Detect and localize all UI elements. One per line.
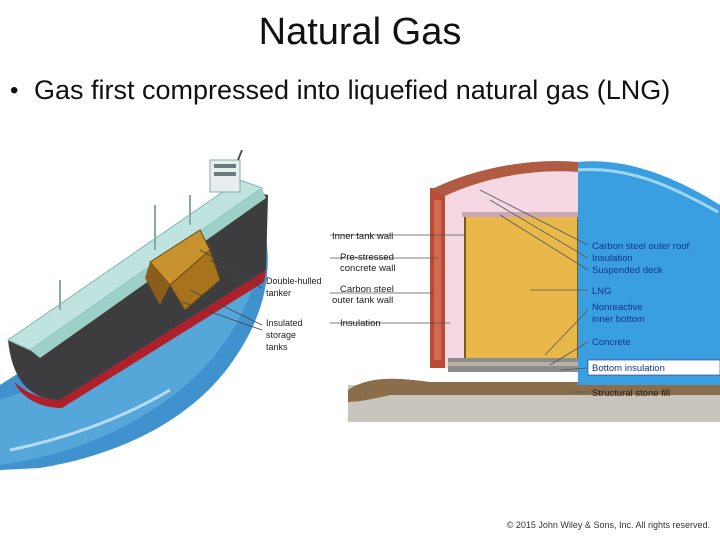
- label-concrete: Concrete: [592, 337, 631, 348]
- lng-tank-figure: Inner tank wall Pre-stressed concrete wa…: [330, 160, 720, 422]
- bullet-icon: •: [10, 77, 19, 104]
- label-carbon-steel: Carbon steel: [340, 284, 394, 295]
- label-lng: LNG: [592, 286, 612, 297]
- bottom-insulation-label-box: [587, 359, 720, 376]
- label-bottom-insulation: Bottom insulation: [592, 363, 665, 374]
- label-insulation-left: Insulation: [340, 318, 381, 329]
- label-outer-tank-wall: outer tank wall: [332, 295, 393, 306]
- label-tanks: tanks: [266, 342, 288, 352]
- label-insulation-right: Insulation: [592, 253, 633, 264]
- slide-title: Natural Gas: [258, 11, 462, 53]
- label-inner-bottom: inner bottom: [592, 314, 645, 325]
- label-nonreactive: Nonreactive: [592, 302, 643, 313]
- label-tanker: tanker: [266, 288, 291, 298]
- label-inner-tank-wall: Inner tank wall: [332, 231, 393, 242]
- bullet-text: Gas first compressed into liquefied natu…: [34, 75, 671, 105]
- label-structural-stone-fill: Structural stone fill: [592, 388, 670, 399]
- label-carbon-steel-roof: Carbon steel outer roof: [592, 241, 690, 252]
- cutaway-tank-2: [169, 249, 221, 311]
- label-pre-stressed: Pre-stressed: [340, 252, 394, 263]
- bullet-point: • Gas first compressed into liquefied na…: [10, 74, 690, 107]
- label-storage: storage: [266, 330, 296, 340]
- blue-cutaway: [578, 161, 720, 385]
- lng-tank-cross-section: Inner tank wall Pre-stressed concrete wa…: [330, 160, 720, 422]
- lng-tanker-figure: Double-hulled tanker Insulated storage t…: [0, 150, 330, 470]
- label-suspended-deck: Suspended deck: [592, 265, 663, 276]
- outer-roof: [430, 160, 578, 196]
- copyright-notice: © 2015 John Wiley & Sons, Inc. All right…: [506, 520, 710, 530]
- label-insulated: Insulated: [266, 318, 303, 328]
- lng-tanker-illustration: Double-hulled tanker Insulated storage t…: [0, 150, 330, 470]
- label-concrete-wall: concrete wall: [340, 263, 395, 274]
- label-double-hulled: Double-hulled: [266, 276, 322, 286]
